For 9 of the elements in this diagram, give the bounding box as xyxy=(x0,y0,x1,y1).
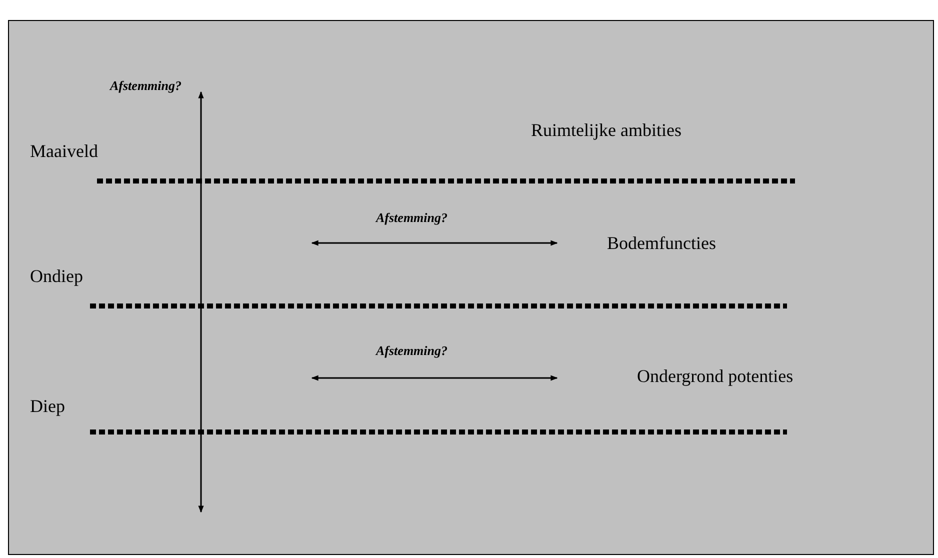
layer-label: Ruimtelijke ambities xyxy=(531,121,682,141)
layer-label: Diep xyxy=(30,397,65,417)
arrow-label: Afstemming? xyxy=(110,79,182,94)
layer-label: Bodemfuncties xyxy=(607,234,716,254)
arrow-label: Afstemming? xyxy=(376,211,448,226)
layer-label: Ondergrond potenties xyxy=(637,367,794,387)
arrow-label: Afstemming? xyxy=(376,344,448,358)
layer-label: Maaiveld xyxy=(30,142,98,162)
layer-label: Ondiep xyxy=(30,267,83,287)
